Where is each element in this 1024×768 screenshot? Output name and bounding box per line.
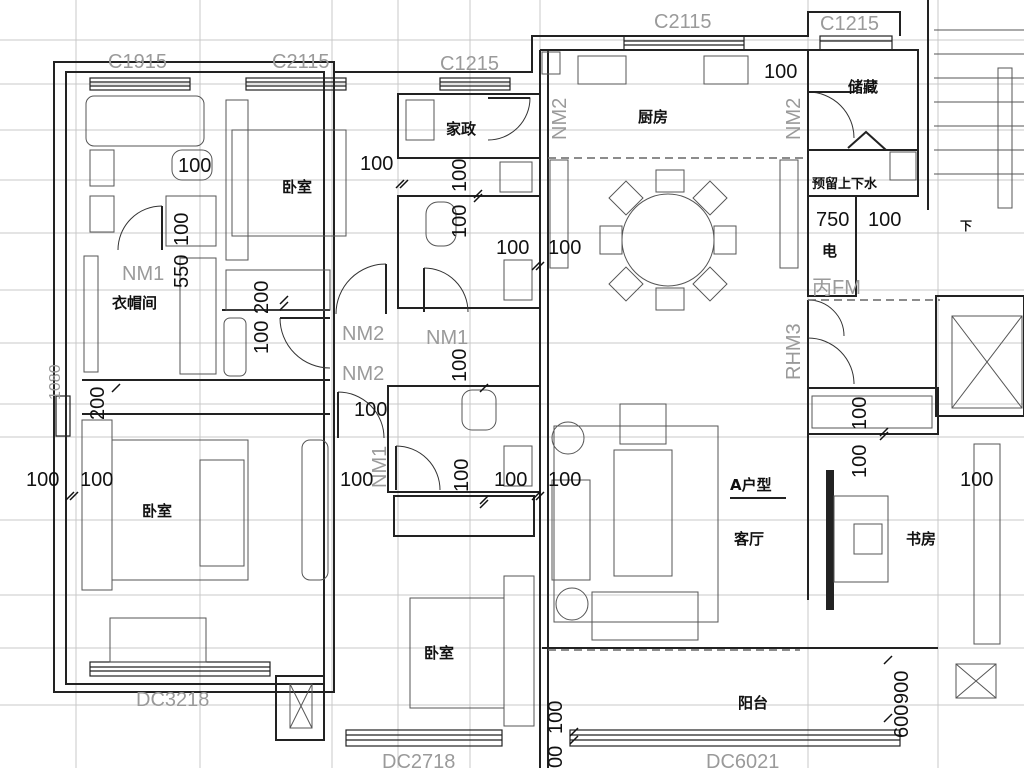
pipe-reserve-label: 预留上下水: [812, 176, 878, 192]
dimension-label: 100: [449, 159, 471, 192]
window-label: C2115: [654, 11, 711, 33]
door-label: RHM3: [783, 323, 805, 380]
dimension-label: 100: [494, 469, 527, 491]
dimension-label: 100: [545, 701, 567, 734]
room-label-bedroom: 卧室: [282, 178, 312, 196]
door-swings: [117, 91, 887, 610]
window-label: C1215: [440, 53, 499, 75]
dimension-label: 100: [354, 399, 387, 421]
room-label-housekeeping: 家政: [446, 120, 477, 138]
room-label-kitchen: 厨房: [638, 108, 668, 126]
window-label: C2115: [272, 51, 329, 73]
window-label: DC3218: [136, 689, 209, 711]
door-label: NM2: [342, 323, 384, 345]
window-label: DC2718: [382, 751, 455, 768]
dimension-label: 200: [87, 387, 109, 420]
window-glazing: [55, 35, 901, 747]
dimension-label: 100: [251, 321, 273, 354]
dimension-label: 100: [960, 469, 993, 491]
electric-label: 电: [822, 242, 837, 260]
door-label: NM2: [549, 98, 571, 140]
door-label: 丙FM: [812, 277, 861, 299]
dimension-label: 1080: [47, 364, 64, 400]
dimension-label: 100: [849, 445, 871, 478]
dimension-label: 100: [449, 205, 471, 238]
dimension-label: 750: [816, 209, 849, 231]
dimension-label: 600: [891, 705, 913, 738]
dimension-label: 550: [171, 255, 193, 288]
dimension-label: 100: [548, 237, 581, 259]
window-label: C1915: [108, 51, 167, 73]
dimension-label: 00: [545, 746, 567, 768]
furniture: [81, 29, 1024, 729]
door-label: NM2: [783, 98, 805, 140]
dimension-label: 100: [360, 153, 393, 175]
stair-down-label: 下: [960, 219, 972, 233]
unit-type-label: A户型: [730, 476, 772, 494]
dimension-label: 100: [496, 237, 529, 259]
dimension-label: 100: [26, 469, 59, 491]
room-label-balcony: 阳台: [738, 694, 768, 712]
window-label: DC6021: [706, 751, 779, 768]
room-label-living: 客厅: [733, 530, 764, 548]
dimension-label: 100: [451, 459, 473, 492]
room-label-bedroom: 卧室: [424, 644, 454, 662]
dimension-label: 100: [548, 469, 581, 491]
dimension-label: 100: [340, 469, 373, 491]
dimension-label: 100: [868, 209, 901, 231]
door-label: NM2: [342, 363, 384, 385]
door-label: NM1: [426, 327, 468, 349]
room-label-cloakroom: 衣帽间: [112, 294, 157, 312]
dimension-ticks: [65, 179, 893, 745]
window-label: C1215: [820, 13, 879, 35]
dimension-label: 100: [449, 349, 471, 382]
room-label-study: 书房: [906, 530, 936, 548]
dimension-label: 100: [171, 213, 193, 246]
door-label: NM1: [122, 263, 164, 285]
room-label-storage: 储藏: [848, 78, 878, 96]
door-label: NM1: [369, 446, 391, 488]
dimension-label: 100: [764, 61, 797, 83]
dimension-label: 100: [178, 155, 211, 177]
dashed-lines: [548, 157, 940, 651]
dimension-label: 900: [891, 671, 913, 704]
dimension-label: 100: [849, 397, 871, 430]
room-label-bedroom: 卧室: [142, 502, 172, 520]
dimension-label: 100: [80, 469, 113, 491]
dimension-label: 200: [251, 281, 273, 314]
